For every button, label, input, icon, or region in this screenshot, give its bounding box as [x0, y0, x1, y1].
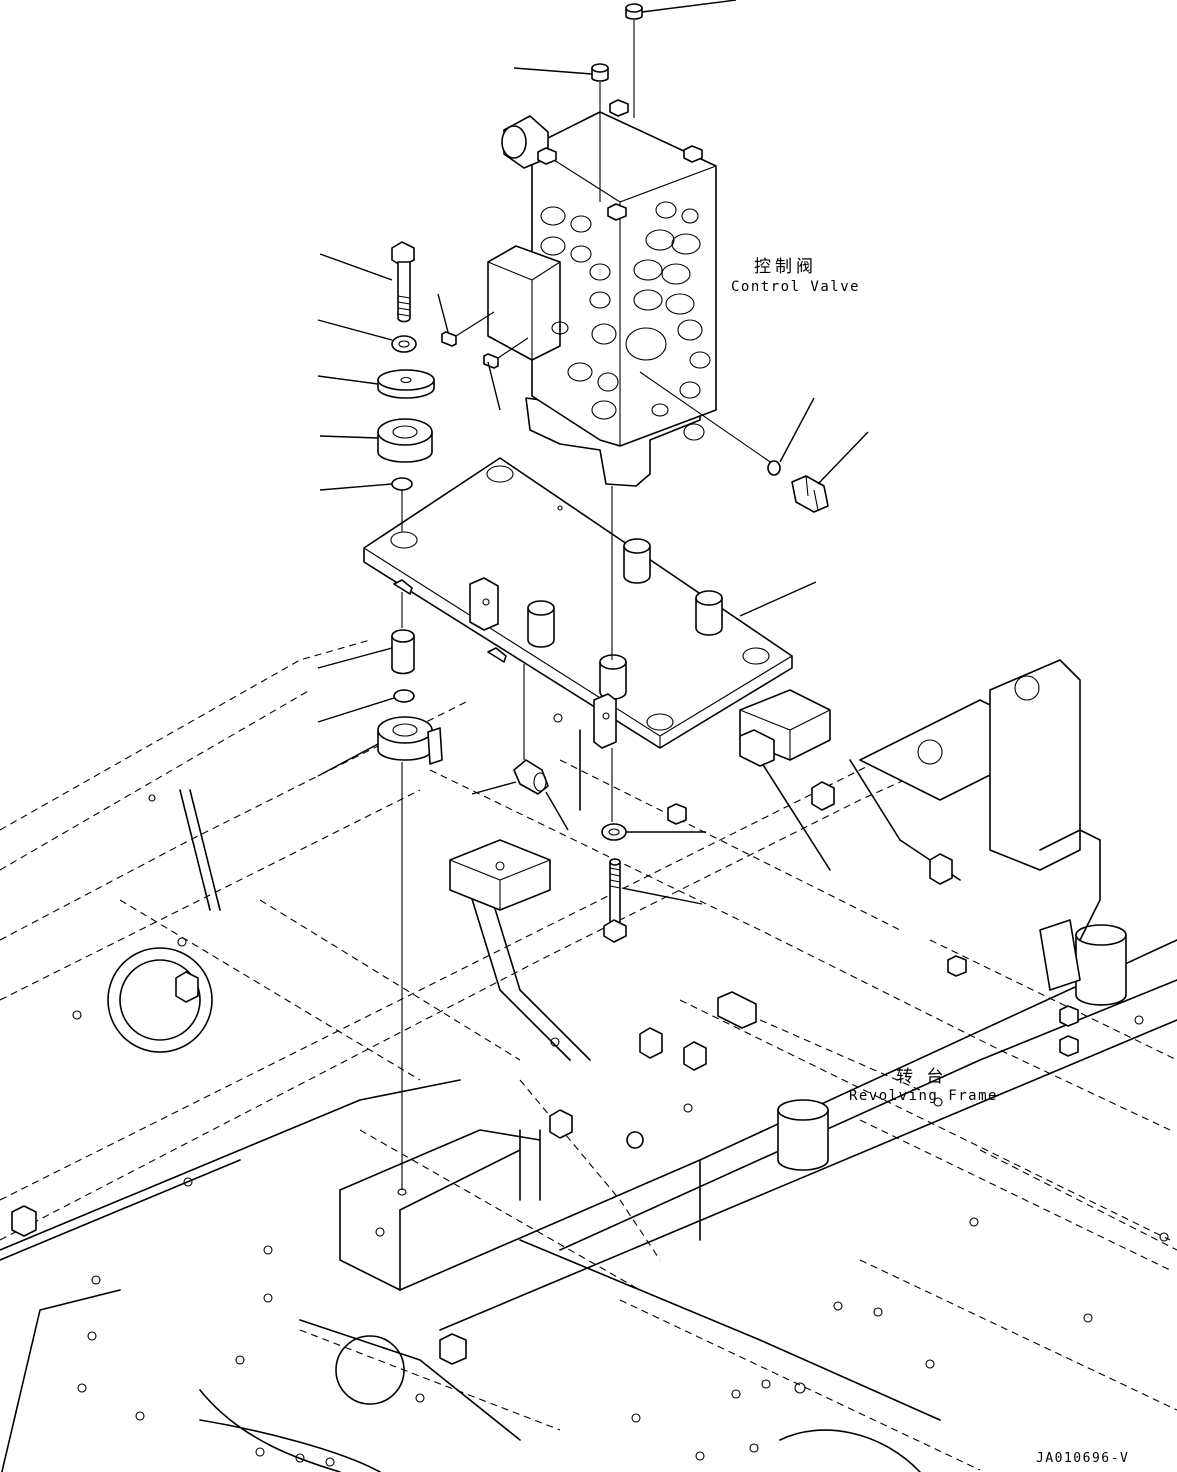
drawing-code: JA010696-V	[1036, 1451, 1129, 1466]
revolving-frame	[0, 639, 1177, 1472]
left-mount-stack	[377, 241, 443, 1196]
revolving-frame-label-en: Revolving Frame	[849, 1088, 998, 1104]
control-valve-assembly	[487, 99, 717, 487]
frame-holes	[72, 713, 1169, 1461]
valve-ports	[540, 201, 711, 441]
connector	[513, 664, 549, 795]
mounting-plate	[363, 457, 793, 749]
plug-parts	[441, 3, 643, 369]
frame-hex-nuts	[11, 729, 1079, 1365]
revolving-frame-label-cn: 转 台	[896, 1067, 947, 1087]
leader-lines	[317, 0, 869, 905]
control-valve-label-cn: 控制阀	[754, 257, 817, 277]
right-mount-stack	[601, 486, 627, 943]
control-valve-label-en: Control Valve	[731, 279, 860, 295]
pressure-sensor	[639, 371, 829, 513]
